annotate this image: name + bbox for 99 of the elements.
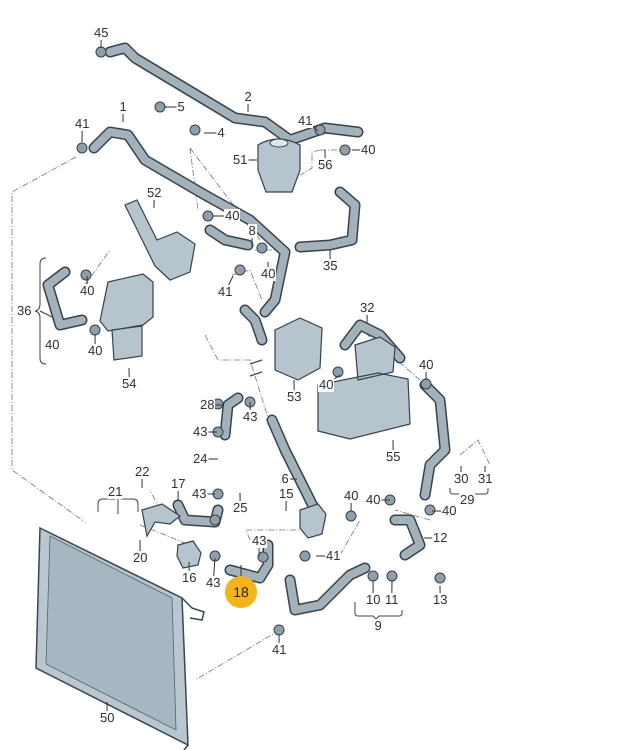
leader-line <box>460 466 462 472</box>
leader-line <box>312 126 318 132</box>
leader-line <box>213 558 216 576</box>
leader-line <box>250 402 251 410</box>
leader-line <box>188 562 190 572</box>
leader-line <box>154 200 155 208</box>
callout-number: 13 <box>432 593 448 607</box>
callout-number: 52 <box>146 186 162 200</box>
leader-line <box>268 262 269 268</box>
callout-number: 2 <box>244 90 253 104</box>
callout-number: 28 <box>199 398 216 412</box>
leader-line <box>330 250 331 260</box>
callout-number: 8 <box>248 224 257 238</box>
callout-number: 20 <box>132 551 148 565</box>
callout-number: 51 <box>232 153 248 167</box>
leader-line <box>286 500 287 512</box>
callout-number: 16 <box>181 571 198 585</box>
callout-number: 41 <box>271 643 288 657</box>
callout-number: 54 <box>121 377 138 391</box>
leader-line <box>106 702 108 712</box>
callout-number: 43 <box>251 534 268 548</box>
leader-line <box>240 564 242 576</box>
callout-number: 55 <box>385 450 402 464</box>
callout-number: 21 <box>107 485 124 499</box>
callout-number: 50 <box>99 711 116 725</box>
leader-line <box>440 586 441 594</box>
leader-line <box>392 440 394 450</box>
callout-number: 1 <box>118 100 128 114</box>
callout-number: 10 <box>365 593 382 607</box>
leader-line <box>324 150 326 158</box>
callout-number: 40 <box>260 267 276 281</box>
callout-number: 41 <box>74 117 90 131</box>
highlighted-callout-number: 18 <box>225 576 257 608</box>
callout-number: 4 <box>216 126 226 140</box>
leader-line <box>289 478 298 480</box>
leader-line <box>350 502 352 512</box>
leader-line <box>122 114 124 122</box>
callout-number: 40 <box>44 338 60 352</box>
callout-number: 15 <box>278 487 294 501</box>
callout-number: 45 <box>93 26 110 40</box>
leader-line <box>140 540 141 552</box>
leader-line <box>94 334 96 344</box>
callout-number: 40 <box>79 284 96 298</box>
callout-number: 40 <box>418 358 434 372</box>
callout-number: 53 <box>286 390 302 404</box>
leader-line <box>258 548 260 556</box>
callout-number: 43 <box>242 410 258 424</box>
callout-number: 32 <box>359 301 376 315</box>
callout-number: 43 <box>192 425 208 439</box>
callout-number: 12 <box>432 531 448 545</box>
callout-number: 43 <box>205 576 222 590</box>
callout-number: 41 <box>217 285 234 299</box>
leader-line <box>252 238 253 246</box>
leader-line <box>334 374 340 380</box>
callout-number: 40 <box>441 504 458 518</box>
leader-line <box>278 634 280 644</box>
callout-number: 56 <box>317 158 334 172</box>
callout-number: 40 <box>224 209 240 223</box>
callout-number: 40 <box>318 378 334 392</box>
callout-number: 17 <box>170 477 186 491</box>
callout-number: 40 <box>365 493 382 507</box>
callout-number: 9 <box>374 619 383 633</box>
leader-line <box>204 132 217 134</box>
callout-number: 11 <box>384 593 400 607</box>
leader-line <box>164 106 177 108</box>
leader-line <box>142 478 143 488</box>
leader-line <box>128 368 130 378</box>
leader-line <box>86 276 88 284</box>
leader-line <box>366 314 368 324</box>
callout-number: 41 <box>297 114 314 128</box>
leader-line <box>228 276 234 286</box>
callout-number: 43 <box>191 487 208 501</box>
callout-number: 5 <box>176 100 186 114</box>
callout-number: 36 <box>16 304 32 318</box>
leader-line <box>426 372 427 380</box>
leader-line <box>178 490 179 502</box>
leader-line <box>294 380 295 390</box>
leader-line <box>391 580 392 594</box>
callout-number: 40 <box>360 143 376 157</box>
leader-line <box>248 104 249 112</box>
leader-line <box>208 458 218 460</box>
callout-number: 24 <box>192 452 208 466</box>
callout-number: 41 <box>325 549 342 563</box>
leader-line <box>240 492 241 502</box>
callout-number: 6 <box>280 472 290 486</box>
leader-line <box>432 510 442 512</box>
leader-line <box>214 404 224 406</box>
leader-line <box>82 130 83 142</box>
leader-line <box>484 466 486 472</box>
callout-number: 40 <box>343 489 360 503</box>
callout-number: 40 <box>87 344 104 358</box>
callout-number: 22 <box>134 465 150 479</box>
callout-number: 35 <box>322 259 338 273</box>
callout-number: 30 <box>453 472 470 486</box>
callout-number: 31 <box>477 472 494 486</box>
leader-line <box>100 40 102 48</box>
callout-number: 25 <box>232 501 248 515</box>
leader-line <box>372 580 374 594</box>
callout-number: 29 <box>459 493 476 507</box>
